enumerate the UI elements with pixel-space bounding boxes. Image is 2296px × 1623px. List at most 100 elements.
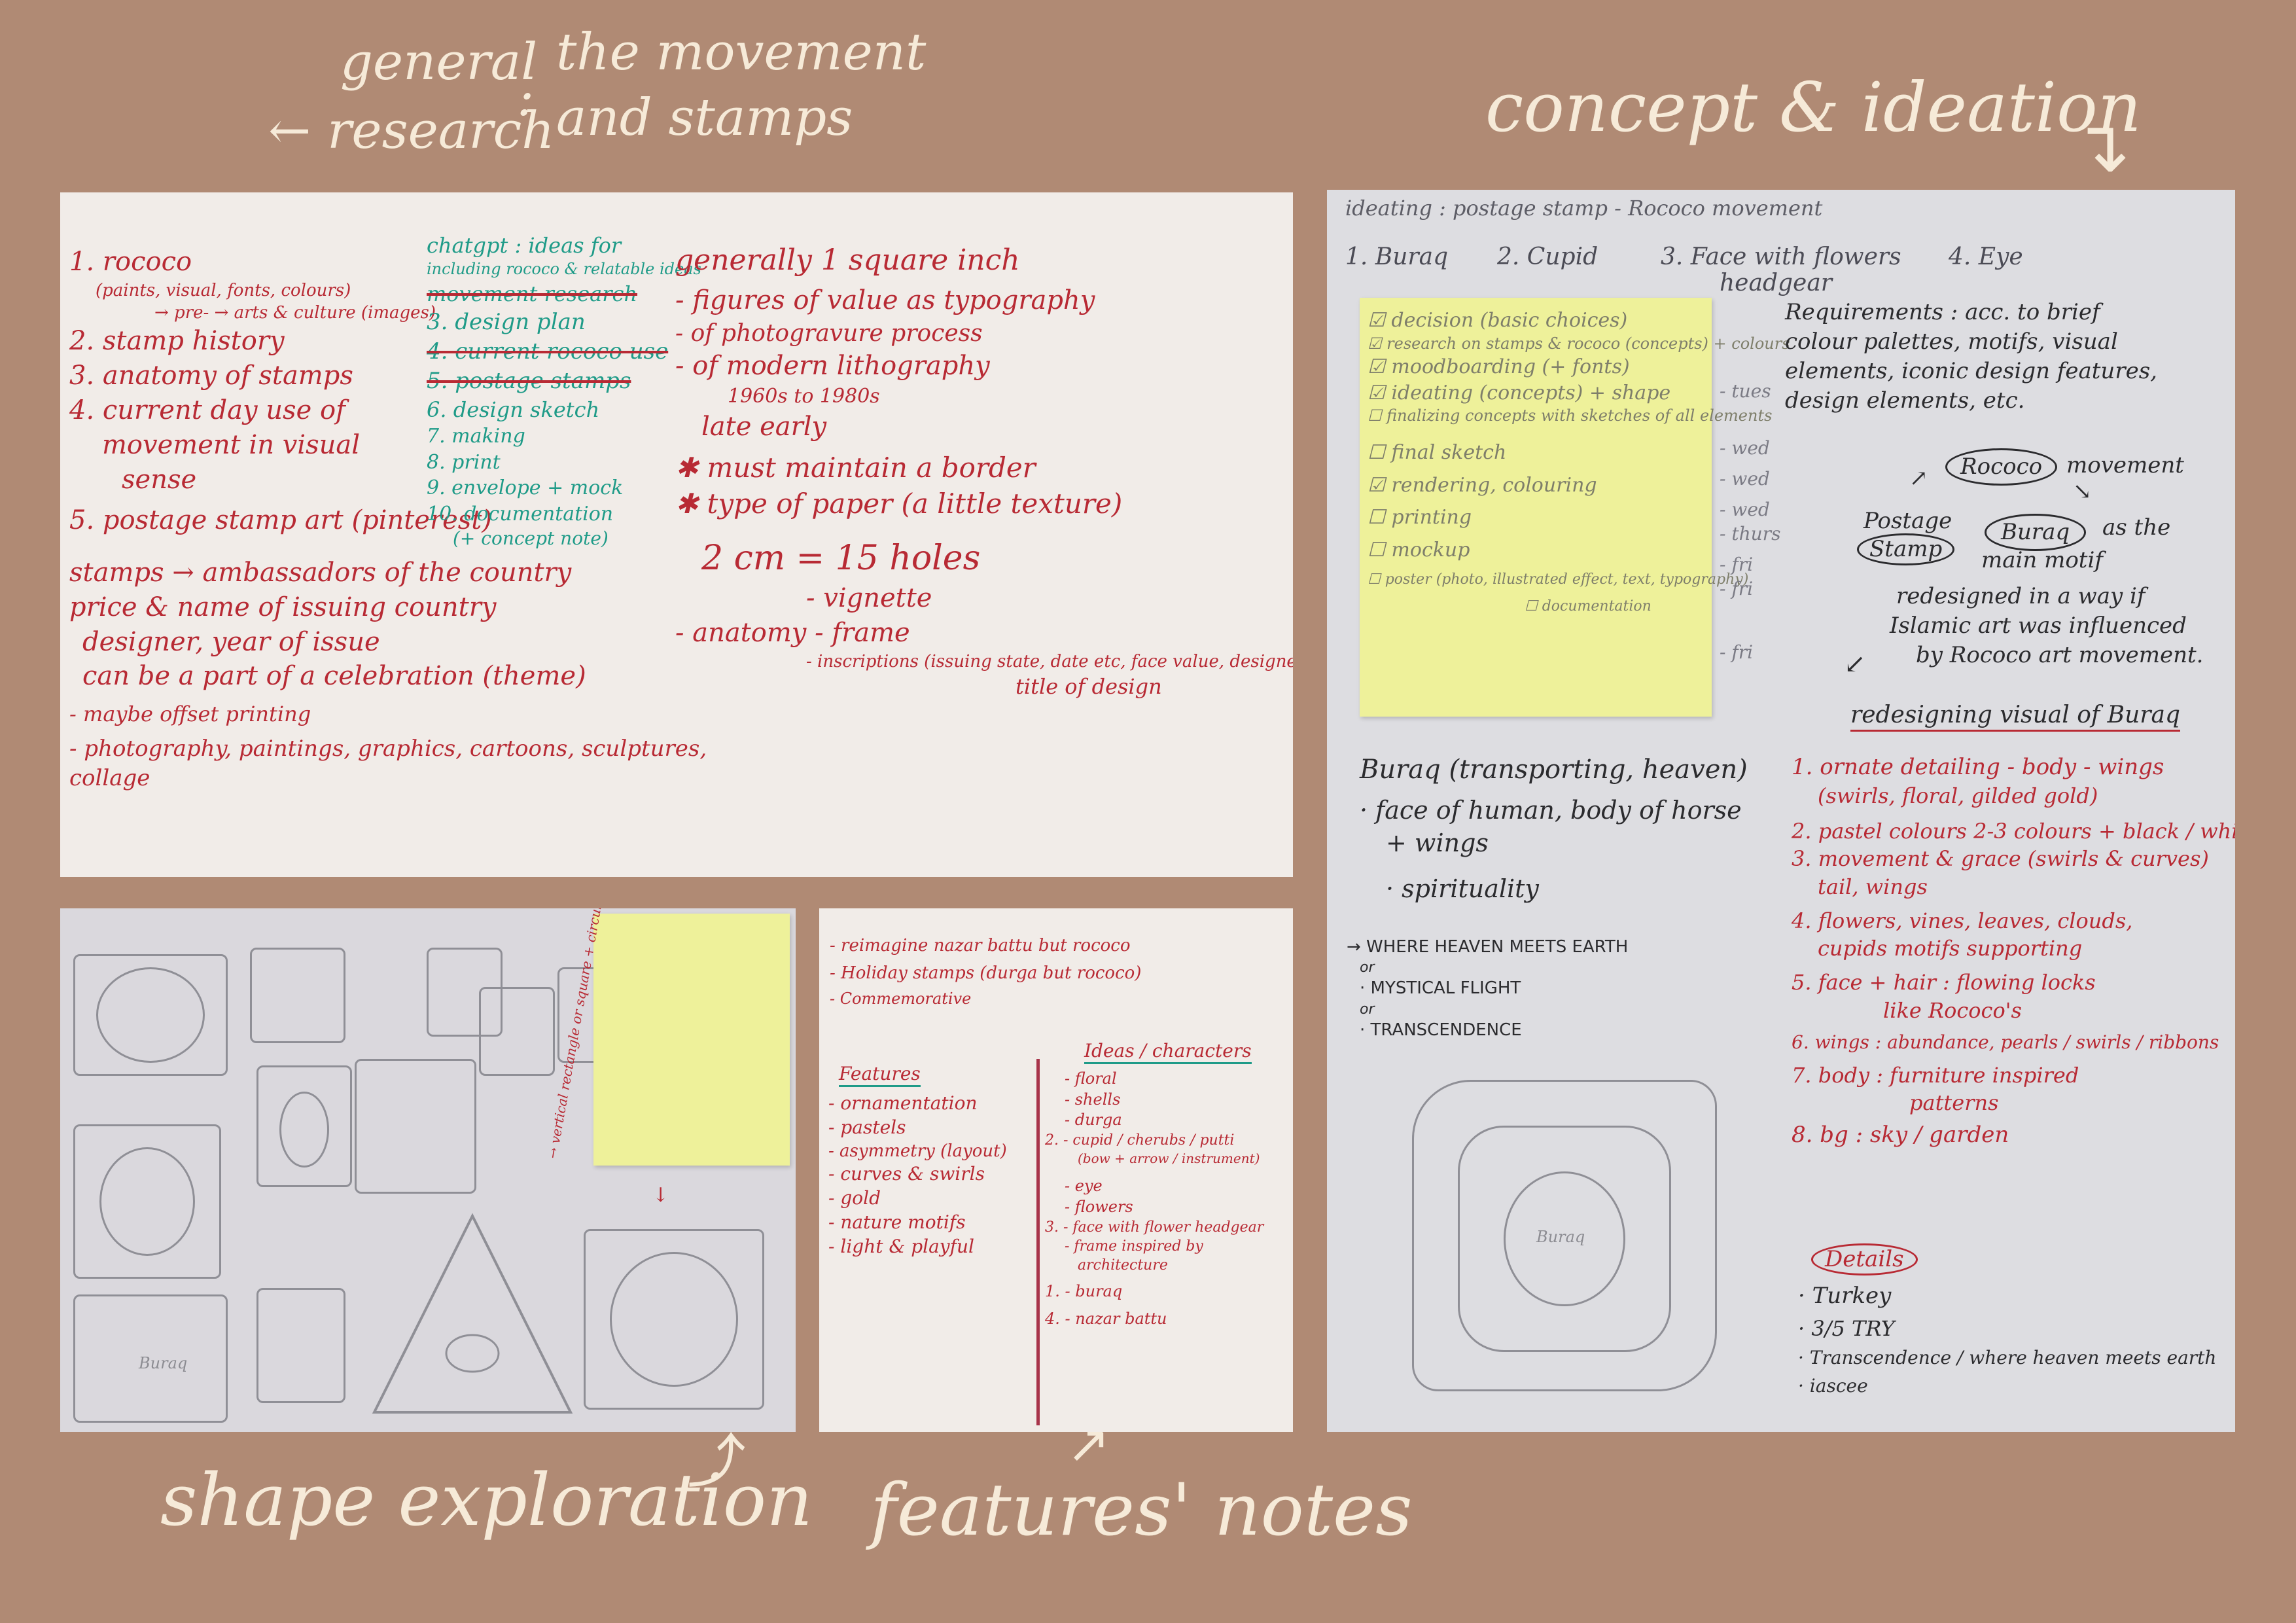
redesign-list: 1. ornate detailing - body - wings (swir…	[1792, 753, 2235, 1150]
sketch-label: Buraq	[1536, 1228, 1585, 1246]
list-item: 9. envelope + mock	[427, 476, 624, 500]
list-item: - nature motifs	[828, 1211, 966, 1234]
details-label: Details	[1811, 1243, 1918, 1275]
map-label: redesigned in a way if	[1896, 583, 2146, 609]
list-item: 5. postage stamps	[427, 367, 631, 394]
triangle-sketch	[372, 1213, 573, 1414]
map-label: movement	[2066, 452, 2184, 478]
note-line: collage	[69, 765, 150, 792]
note-line: - vignette	[806, 583, 932, 614]
arrow-down-icon: ↴	[2071, 105, 2132, 188]
stamp-sketch	[256, 1288, 345, 1403]
list-item: movement research	[427, 281, 638, 306]
list-item: cupids motifs supporting	[1818, 936, 2083, 961]
checklist-item: ☑ moodboarding (+ fonts)	[1368, 355, 1630, 379]
divider-line	[1036, 1059, 1040, 1425]
option-item: 4. Eye	[1949, 243, 2023, 270]
list-item: · Turkey	[1798, 1283, 1892, 1309]
list-item: 5. face + hair : flowing locks	[1792, 970, 2096, 995]
list-item: 7. body : furniture inspired	[1792, 1062, 2079, 1088]
note-line: designer, year of issue	[82, 626, 380, 657]
note-line: 1960s to 1980s	[728, 385, 880, 408]
list-item: (paints, visual, fonts, colours)	[96, 280, 351, 300]
note-line: - of photogravure process	[675, 319, 983, 347]
map-node-stamp: Stamp	[1857, 533, 1955, 565]
map-node-rococo: Rococo	[1945, 448, 2058, 486]
list-item: chatgpt : ideas for	[427, 233, 622, 258]
shape-exploration-photo: Buraq → vertical rectangle or square + c…	[60, 908, 796, 1432]
list-item: 3. design plan	[427, 309, 586, 336]
checklist: ☑ decision (basic choices) ☑ research on…	[1368, 308, 1790, 616]
day-label: - fri	[1720, 553, 1754, 575]
note-line: or	[1360, 1001, 1375, 1018]
research-list-red: 1. rococo (paints, visual, fonts, colour…	[69, 245, 492, 538]
arrow-down-icon: ↓	[652, 1184, 669, 1207]
caption-research: ← research	[268, 101, 555, 160]
note-line: ✱ type of paper (a little texture)	[675, 488, 1123, 520]
caption-concept-ideation: concept & ideation	[1485, 67, 2142, 147]
map-node-postage: Postage	[1863, 508, 1952, 534]
list-item: - pastels	[828, 1116, 906, 1138]
ideas-list: - floral - shells - durga 2. - cupid / c…	[1045, 1069, 1263, 1329]
list-item: (bow + arrow / instrument)	[1078, 1150, 1260, 1167]
list-item: like Rococo's	[1883, 997, 2022, 1023]
list-item: 1. - buraq	[1045, 1281, 1123, 1300]
list-item: patterns	[1909, 1090, 1999, 1115]
caption-colon: :	[517, 69, 535, 128]
note-line: price & name of issuing country	[69, 592, 497, 622]
list-item: 8. print	[427, 450, 501, 474]
list-item: (+ concept note)	[453, 527, 609, 550]
list-item: · 3/5 TRY	[1798, 1315, 1895, 1341]
stamp-sketch	[99, 1147, 195, 1256]
list-item: architecture	[1078, 1257, 1168, 1274]
list-item: including rococo & relatable ideas	[427, 260, 701, 279]
map-label: as the	[2102, 514, 2171, 541]
note-line: · spirituality	[1386, 874, 1539, 904]
list-item: - asymmetry (layout)	[828, 1141, 1007, 1161]
option-item: 2. Cupid	[1497, 243, 1598, 270]
list-item: - shells	[1065, 1090, 1121, 1109]
list-item: (swirls, floral, gilded gold)	[1818, 783, 2098, 808]
stamp-sketch	[96, 967, 205, 1063]
note-line: or	[1360, 959, 1375, 976]
list-item: 10. documentation	[427, 502, 614, 526]
list-item: - ornamentation	[828, 1092, 978, 1114]
note-line: can be a part of a celebration (theme)	[82, 661, 586, 692]
option-item: 1. Buraq	[1345, 243, 1449, 270]
checklist-item: ☐ final sketch	[1368, 441, 1507, 465]
list-item: 8. bg : sky / garden	[1792, 1122, 2009, 1149]
caption-features-notes: features' notes	[870, 1468, 1413, 1552]
list-item: - flowers	[1065, 1198, 1133, 1217]
note-line: stamps → ambassadors of the country	[69, 558, 572, 588]
note-line: - Holiday stamps (durga but rococo)	[830, 963, 1142, 984]
research-notes-bottom: stamps → ambassadors of the country pric…	[69, 556, 707, 793]
note-line: colour palettes, motifs, visual	[1785, 328, 2118, 355]
checklist-item: ☑ rendering, colouring	[1368, 473, 1597, 497]
features-top-notes: - reimagine nazar battu but rococo - Hol…	[830, 935, 1141, 1009]
day-labels: - tues - wed - wed - wed - thurs - fri -…	[1720, 380, 1780, 665]
list-item: 6. design sketch	[427, 397, 600, 422]
list-item: 2. pastel colours 2-3 colours + black / …	[1792, 819, 2235, 844]
day-label: - fri	[1720, 577, 1754, 599]
list-item: 2. stamp history	[69, 326, 285, 357]
checklist-item: ☑ research on stamps & rococo (concepts)…	[1368, 334, 1790, 353]
list-item: - durga	[1065, 1111, 1122, 1130]
stamp-sketch	[427, 948, 503, 1037]
map-label: main motif	[1981, 547, 2103, 573]
list-item: tail, wings	[1818, 874, 1928, 899]
ideas-header: Ideas / characters	[1084, 1039, 1252, 1064]
caption-shape-exploration: shape exploration	[160, 1458, 813, 1542]
option-note: headgear	[1720, 270, 1833, 296]
list-item: 4. - nazar battu	[1045, 1309, 1167, 1328]
list-item: 6. wings : abundance, pearls / swirls / …	[1792, 1031, 2219, 1053]
note-line: - reimagine nazar battu but rococo	[830, 936, 1131, 955]
stamp-sketch	[610, 1252, 738, 1387]
list-item: 4. flowers, vines, leaves, clouds,	[1792, 908, 2133, 933]
map-label: Islamic art was influenced	[1890, 613, 2187, 639]
list-item: → pre- → arts & culture (images)	[154, 303, 436, 323]
caption-the-movement: the movement	[556, 23, 927, 82]
note-line: + wings	[1386, 828, 1489, 857]
list-item: · iascee	[1798, 1375, 1868, 1397]
buraq-stamp-sketch	[1458, 1126, 1671, 1352]
note-line: - anatomy - frame	[675, 617, 910, 648]
